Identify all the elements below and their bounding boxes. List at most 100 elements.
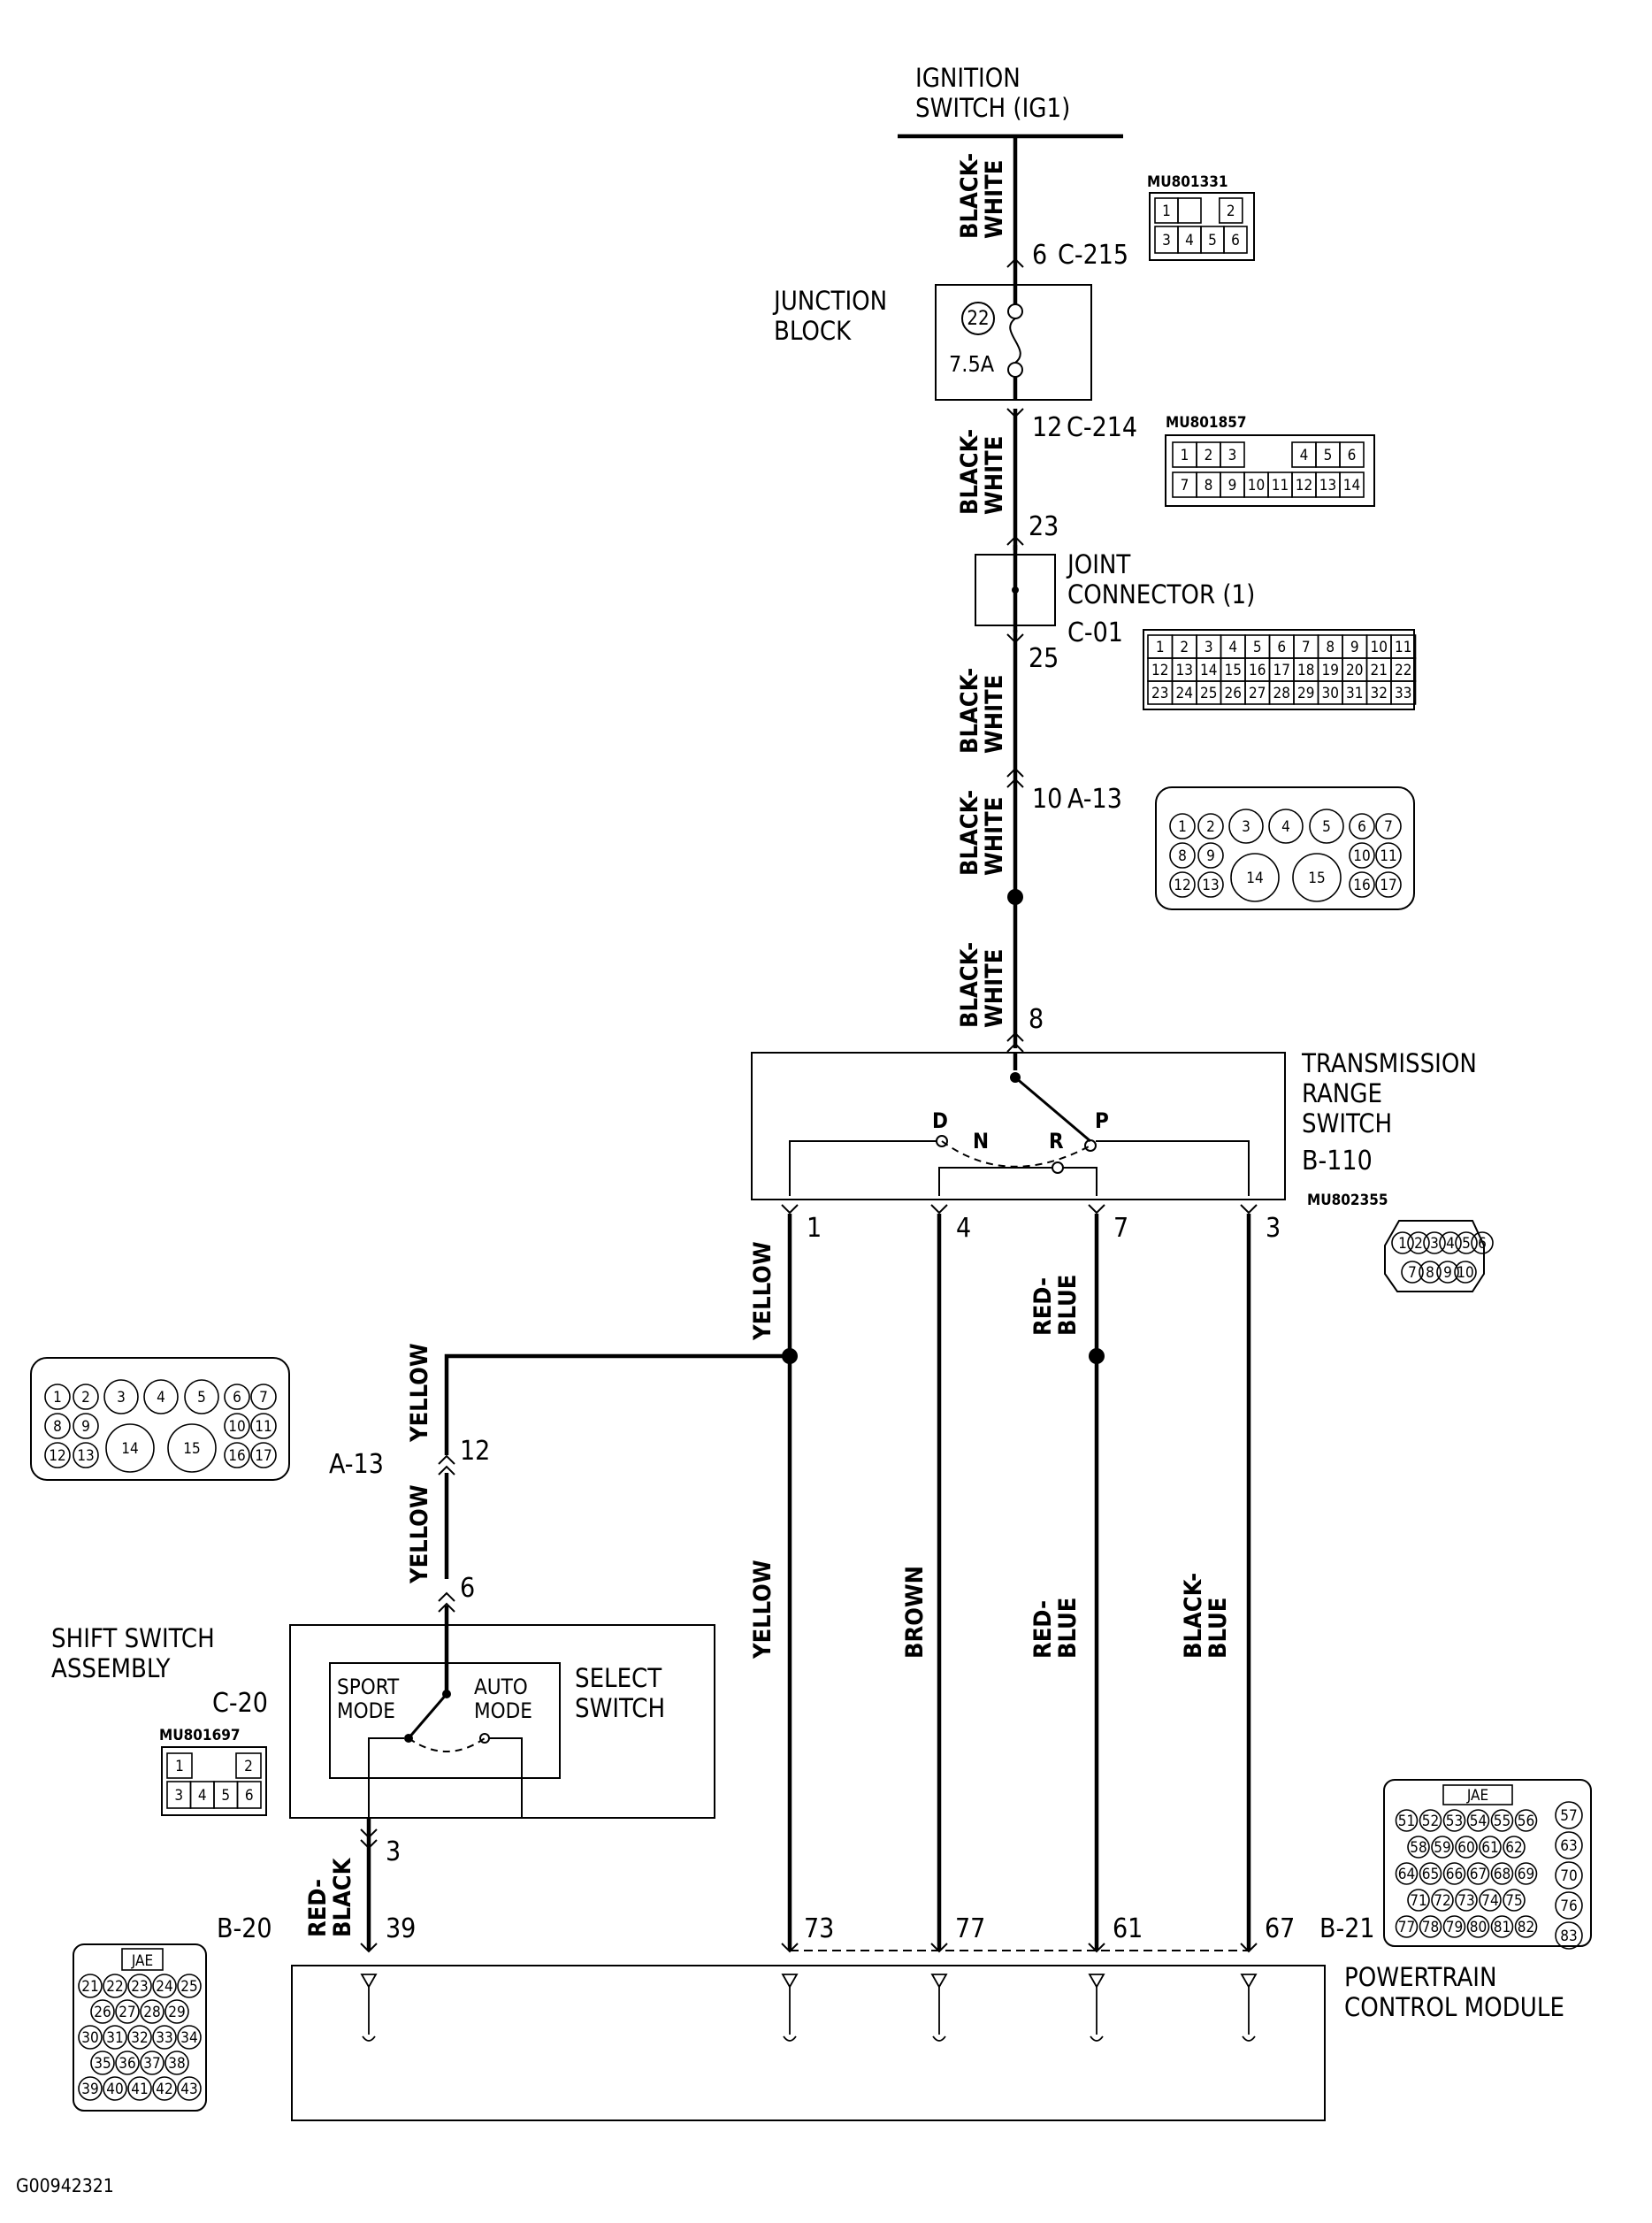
switch-p-contact — [1084, 1139, 1097, 1152]
a13-left-pin-10-cell — [224, 1413, 250, 1439]
sport-mode-line2: MODE — [337, 1698, 395, 1723]
b21-pin-74-label: 74 — [1481, 1892, 1498, 1910]
pin-jc-out: 25 — [1029, 643, 1059, 674]
c01-shell — [1143, 629, 1415, 710]
trs-label-line2: RANGE — [1302, 1078, 1382, 1108]
svg-text:WHITE: WHITE — [981, 160, 1008, 239]
b21-pin-61-cell — [1479, 1836, 1502, 1859]
a13-left-pin-6-label: 6 — [233, 1389, 241, 1407]
b21-pin-67-label: 67 — [1470, 1866, 1487, 1883]
b21-pin-70-cell — [1555, 1861, 1583, 1890]
c01-pin-28-label: 28 — [1273, 685, 1290, 702]
pcm-terminal-1 — [781, 1974, 799, 1989]
junction-label-line1: JUNCTION — [772, 286, 887, 316]
b20-pin-27-label: 27 — [119, 2004, 135, 2021]
a13-left-pin-7-label: 7 — [259, 1389, 268, 1407]
c01-pin-26-label: 26 — [1225, 685, 1242, 702]
a13-top-pin-9-cell — [1197, 842, 1224, 869]
a13-top-pin-14-cell — [1230, 853, 1280, 902]
c01-pin-1-label: 1 — [1156, 639, 1165, 656]
b20-pin-30-label: 30 — [81, 2029, 98, 2047]
b21-pin-71-label: 71 — [1410, 1892, 1426, 1910]
b21-pin-67-cell — [1466, 1862, 1490, 1885]
pcm-label-line1: POWERTRAIN — [1344, 1962, 1497, 1992]
pin-b21-67: 67 — [1265, 1913, 1295, 1944]
pcm-terminal-2 — [930, 1974, 948, 1989]
b21-pin-60-cell — [1455, 1836, 1478, 1859]
part-number-c215: MU801331 — [1147, 173, 1228, 191]
c01-pin-16-label: 16 — [1249, 662, 1266, 679]
select-switch-line1: SELECT — [575, 1663, 662, 1693]
a13-top-pin-12-label: 12 — [1174, 877, 1190, 894]
a13-chevron — [1006, 767, 1024, 788]
pcm-ground-1 — [783, 2035, 797, 2042]
a13-top-pin-5-label: 5 — [1322, 818, 1331, 836]
b110-pin-4-cell — [1439, 1231, 1462, 1254]
a13-top-pin-16-label: 16 — [1353, 877, 1370, 894]
c01-pin-13-label: 13 — [1176, 662, 1193, 679]
c01-pin-10-label: 10 — [1371, 639, 1388, 656]
pcm-ground-4 — [1242, 2035, 1256, 2042]
svg-text:BLACK-: BLACK- — [1180, 1573, 1207, 1659]
b21-pin-76-cell — [1555, 1891, 1583, 1920]
c01-pin-7-label: 7 — [1302, 639, 1311, 656]
c214-pin-14-label: 14 — [1343, 477, 1360, 494]
b21-pin-68-label: 68 — [1494, 1866, 1511, 1883]
b21-pin-63-cell — [1555, 1831, 1583, 1859]
trs-out-chevrons — [781, 1204, 1258, 1215]
a13-top-pin-17-label: 17 — [1380, 877, 1396, 894]
a13-top-pin-2-label: 2 — [1206, 818, 1215, 836]
b21-pin-61-label: 61 — [1481, 1839, 1498, 1857]
b20-pin-22-cell — [103, 1974, 127, 1998]
a13-left-pin-10-label: 10 — [228, 1418, 245, 1436]
wire-label-black-blue: BLACK- BLUE — [1180, 1573, 1232, 1659]
c214-pin-3-cell — [1220, 441, 1245, 468]
a13-top-pin-5-cell — [1309, 809, 1344, 844]
b20-pin-34-label: 34 — [180, 2029, 197, 2047]
pcm-terminals — [360, 1974, 1258, 2042]
wire-label-yellow-1: YELLOW — [749, 1241, 776, 1341]
junction-block: JUNCTION BLOCK 22 7.5A — [772, 284, 1092, 401]
b21-pin-73-cell — [1455, 1889, 1478, 1912]
b21-pin-70-label: 70 — [1560, 1867, 1577, 1885]
c20-pin-4-label: 4 — [198, 1787, 207, 1805]
wire-label-bw-5: BLACK- WHITE — [956, 942, 1008, 1028]
wire-label-yellow-2: YELLOW — [749, 1560, 776, 1660]
a13-top-pin-1-label: 1 — [1178, 818, 1187, 836]
a13-top-pin-13-label: 13 — [1202, 877, 1219, 894]
id-b20: B-20 — [217, 1913, 272, 1944]
c215-pin-6-cell — [1223, 226, 1248, 254]
svg-text:RED-: RED- — [304, 1879, 332, 1937]
b21-pin-81-cell — [1490, 1915, 1514, 1938]
ignition-switch: IGNITION SWITCH (IG1) — [898, 63, 1123, 139]
b21-pin-60-label: 60 — [1457, 1839, 1474, 1857]
wire-label-bw-3: BLACK- WHITE — [956, 668, 1008, 754]
trs-in-chevron — [1006, 1031, 1024, 1053]
b20-key — [121, 1948, 164, 1971]
a13-left-pin-3-cell — [103, 1379, 139, 1414]
b21-pin-69-label: 69 — [1518, 1866, 1534, 1883]
b20-pin-43-label: 43 — [180, 2081, 197, 2098]
trs-box — [751, 1052, 1286, 1200]
b21-pin-80-label: 80 — [1470, 1919, 1487, 1936]
b21-pin-73-label: 73 — [1457, 1892, 1474, 1910]
c01-pin-27-label: 27 — [1249, 685, 1266, 702]
b21-pin-58-cell — [1407, 1836, 1430, 1859]
fuse-number: 22 — [967, 308, 989, 330]
a13-top-pin-14-label: 14 — [1246, 870, 1263, 887]
c01-pin-9-label: 9 — [1350, 639, 1359, 656]
c20-pin-5-label: 5 — [221, 1787, 230, 1805]
b21-pin-64-label: 64 — [1398, 1866, 1415, 1883]
b110-pin-8-label: 8 — [1426, 1264, 1434, 1282]
b21-pin-77-cell — [1395, 1915, 1419, 1938]
a13-left-pin-14-cell — [105, 1423, 155, 1473]
c01-pin-20-label: 20 — [1346, 662, 1363, 679]
select-switch-box — [329, 1662, 561, 1779]
b110-pin-9-label: 9 — [1443, 1264, 1452, 1282]
b20-pin-28-label: 28 — [143, 2004, 160, 2021]
svg-text:RED-: RED- — [1029, 1277, 1057, 1336]
